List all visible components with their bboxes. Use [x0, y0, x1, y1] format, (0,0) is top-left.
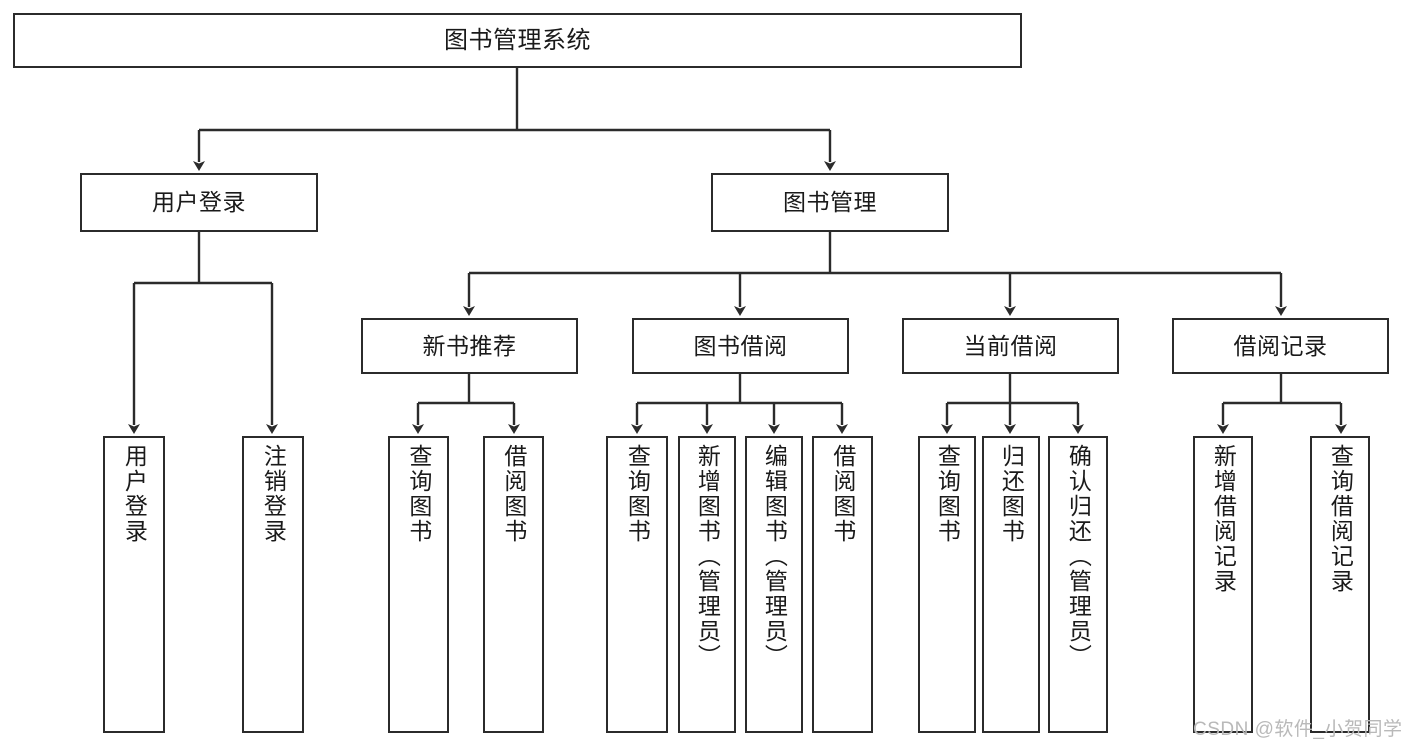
node-leaf-query-book-current[interactable]: 查询图书 [918, 436, 976, 733]
node-leaf-user-login-label: 用户登录 [121, 444, 148, 544]
node-new-book-recommend-label: 新书推荐 [422, 332, 517, 359]
node-leaf-borrow-book[interactable]: 借阅图书 [812, 436, 873, 733]
node-leaf-borrow-book-label: 借阅图书 [829, 444, 856, 544]
node-leaf-user-login[interactable]: 用户登录 [103, 436, 165, 733]
node-root-label: 图书管理系统 [444, 26, 591, 54]
node-borrow-record[interactable]: 借阅记录 [1172, 318, 1389, 374]
node-book-borrow-label: 图书借阅 [693, 332, 788, 359]
node-leaf-confirm-return[interactable]: 确认归还（管理员） [1048, 436, 1108, 733]
node-current-borrow-label: 当前借阅 [963, 332, 1058, 359]
node-leaf-query-borrow-record[interactable]: 查询借阅记录 [1310, 436, 1370, 733]
node-book-management-label: 图书管理 [783, 189, 877, 216]
node-leaf-return-book-label: 归还图书 [998, 444, 1025, 544]
node-current-borrow[interactable]: 当前借阅 [902, 318, 1119, 374]
node-leaf-add-borrow-record[interactable]: 新增借阅记录 [1193, 436, 1253, 733]
node-leaf-edit-book[interactable]: 编辑图书（管理员） [745, 436, 803, 733]
node-leaf-add-borrow-record-label: 新增借阅记录 [1210, 444, 1237, 594]
node-leaf-borrow-book-recommend-label: 借阅图书 [500, 444, 527, 544]
node-leaf-query-borrow-record-label: 查询借阅记录 [1327, 444, 1354, 594]
node-leaf-query-book-current-label: 查询图书 [934, 444, 961, 544]
node-borrow-record-label: 借阅记录 [1233, 332, 1328, 359]
node-leaf-user-logout[interactable]: 注销登录 [242, 436, 304, 733]
node-leaf-query-book-borrow[interactable]: 查询图书 [606, 436, 668, 733]
node-leaf-query-book-recommend-label: 查询图书 [405, 444, 432, 544]
node-book-management[interactable]: 图书管理 [711, 173, 949, 232]
node-book-borrow[interactable]: 图书借阅 [632, 318, 849, 374]
watermark-text: CSDN @软件_小贺同学 [1193, 719, 1403, 740]
node-leaf-add-book-label: 新增图书（管理员） [694, 444, 721, 669]
node-leaf-return-book[interactable]: 归还图书 [982, 436, 1040, 733]
node-leaf-confirm-return-label: 确认归还（管理员） [1065, 444, 1092, 669]
node-leaf-user-logout-label: 注销登录 [260, 444, 287, 544]
node-new-book-recommend[interactable]: 新书推荐 [361, 318, 578, 374]
node-root-book-management-system[interactable]: 图书管理系统 [13, 13, 1022, 68]
node-user-login[interactable]: 用户登录 [80, 173, 318, 232]
node-leaf-borrow-book-recommend[interactable]: 借阅图书 [483, 436, 544, 733]
node-leaf-query-book-borrow-label: 查询图书 [624, 444, 651, 544]
node-leaf-add-book[interactable]: 新增图书（管理员） [678, 436, 736, 733]
node-leaf-query-book-recommend[interactable]: 查询图书 [388, 436, 449, 733]
node-user-login-label: 用户登录 [152, 189, 246, 216]
node-leaf-edit-book-label: 编辑图书（管理员） [761, 444, 788, 669]
